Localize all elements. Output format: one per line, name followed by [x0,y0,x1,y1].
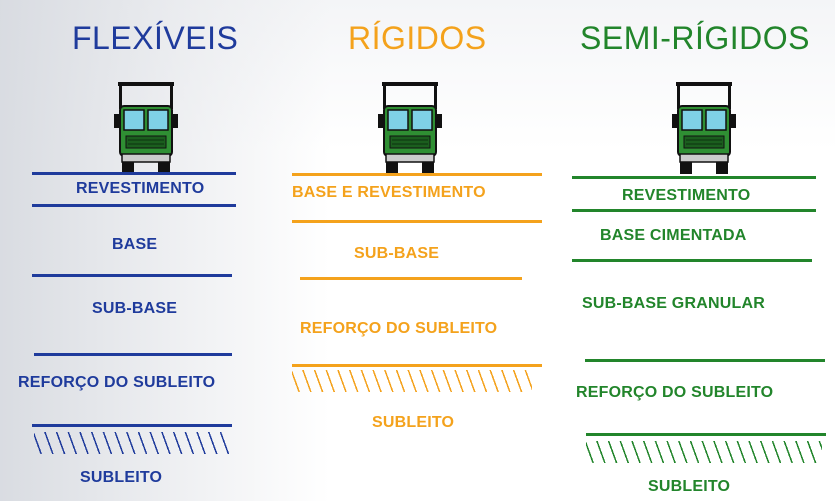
layer-label-sub-base: SUB-BASE [354,245,440,262]
truck-front-icon [378,82,442,174]
layer-line [572,176,816,179]
layer-label-subleito: SUBLEITO [80,469,163,486]
title-flexiveis: FLEXÍVEIS [72,20,239,56]
title-rigidos: RÍGIDOS [348,20,487,56]
truck-front-icon [114,82,178,174]
layer-label-reforco: REFORÇO DO SUBLEITO [576,384,774,401]
layer-line [585,359,825,362]
layer-label-sub-base-granular: SUB-BASE GRANULAR [582,295,765,312]
layer-line [292,220,542,223]
layer-line [572,259,812,262]
subgrade-hatch [34,432,230,454]
layer-line [32,274,232,277]
layer-label-sub-base: SUB-BASE [92,300,178,317]
layer-line [292,173,542,176]
layer-line [586,433,826,436]
layer-line [32,424,232,427]
title-semi-rigidos: SEMI-RÍGIDOS [580,20,811,56]
layer-line [300,277,522,280]
layer-line [32,172,236,175]
layer-line [34,353,232,356]
truck-front-icon [672,82,736,174]
layer-label-revestimento: REVESTIMENTO [76,180,205,197]
layer-label-subleito: SUBLEITO [648,478,731,495]
subgrade-hatch [586,441,822,463]
layer-line [572,209,816,212]
layer-label-reforco: REFORÇO DO SUBLEITO [300,320,498,337]
layer-label-revestimento: REVESTIMENTO [622,187,751,204]
layer-label-base-e-revestimento: BASE E REVESTIMENTO [292,184,486,201]
layer-label-reforco: REFORÇO DO SUBLEITO [18,374,216,391]
layer-label-base: BASE [112,236,158,253]
layer-label-subleito: SUBLEITO [372,414,455,431]
layer-line [292,364,542,367]
layer-line [32,204,236,207]
layer-label-base-cimentada: BASE CIMENTADA [600,227,747,244]
subgrade-hatch [292,370,532,392]
